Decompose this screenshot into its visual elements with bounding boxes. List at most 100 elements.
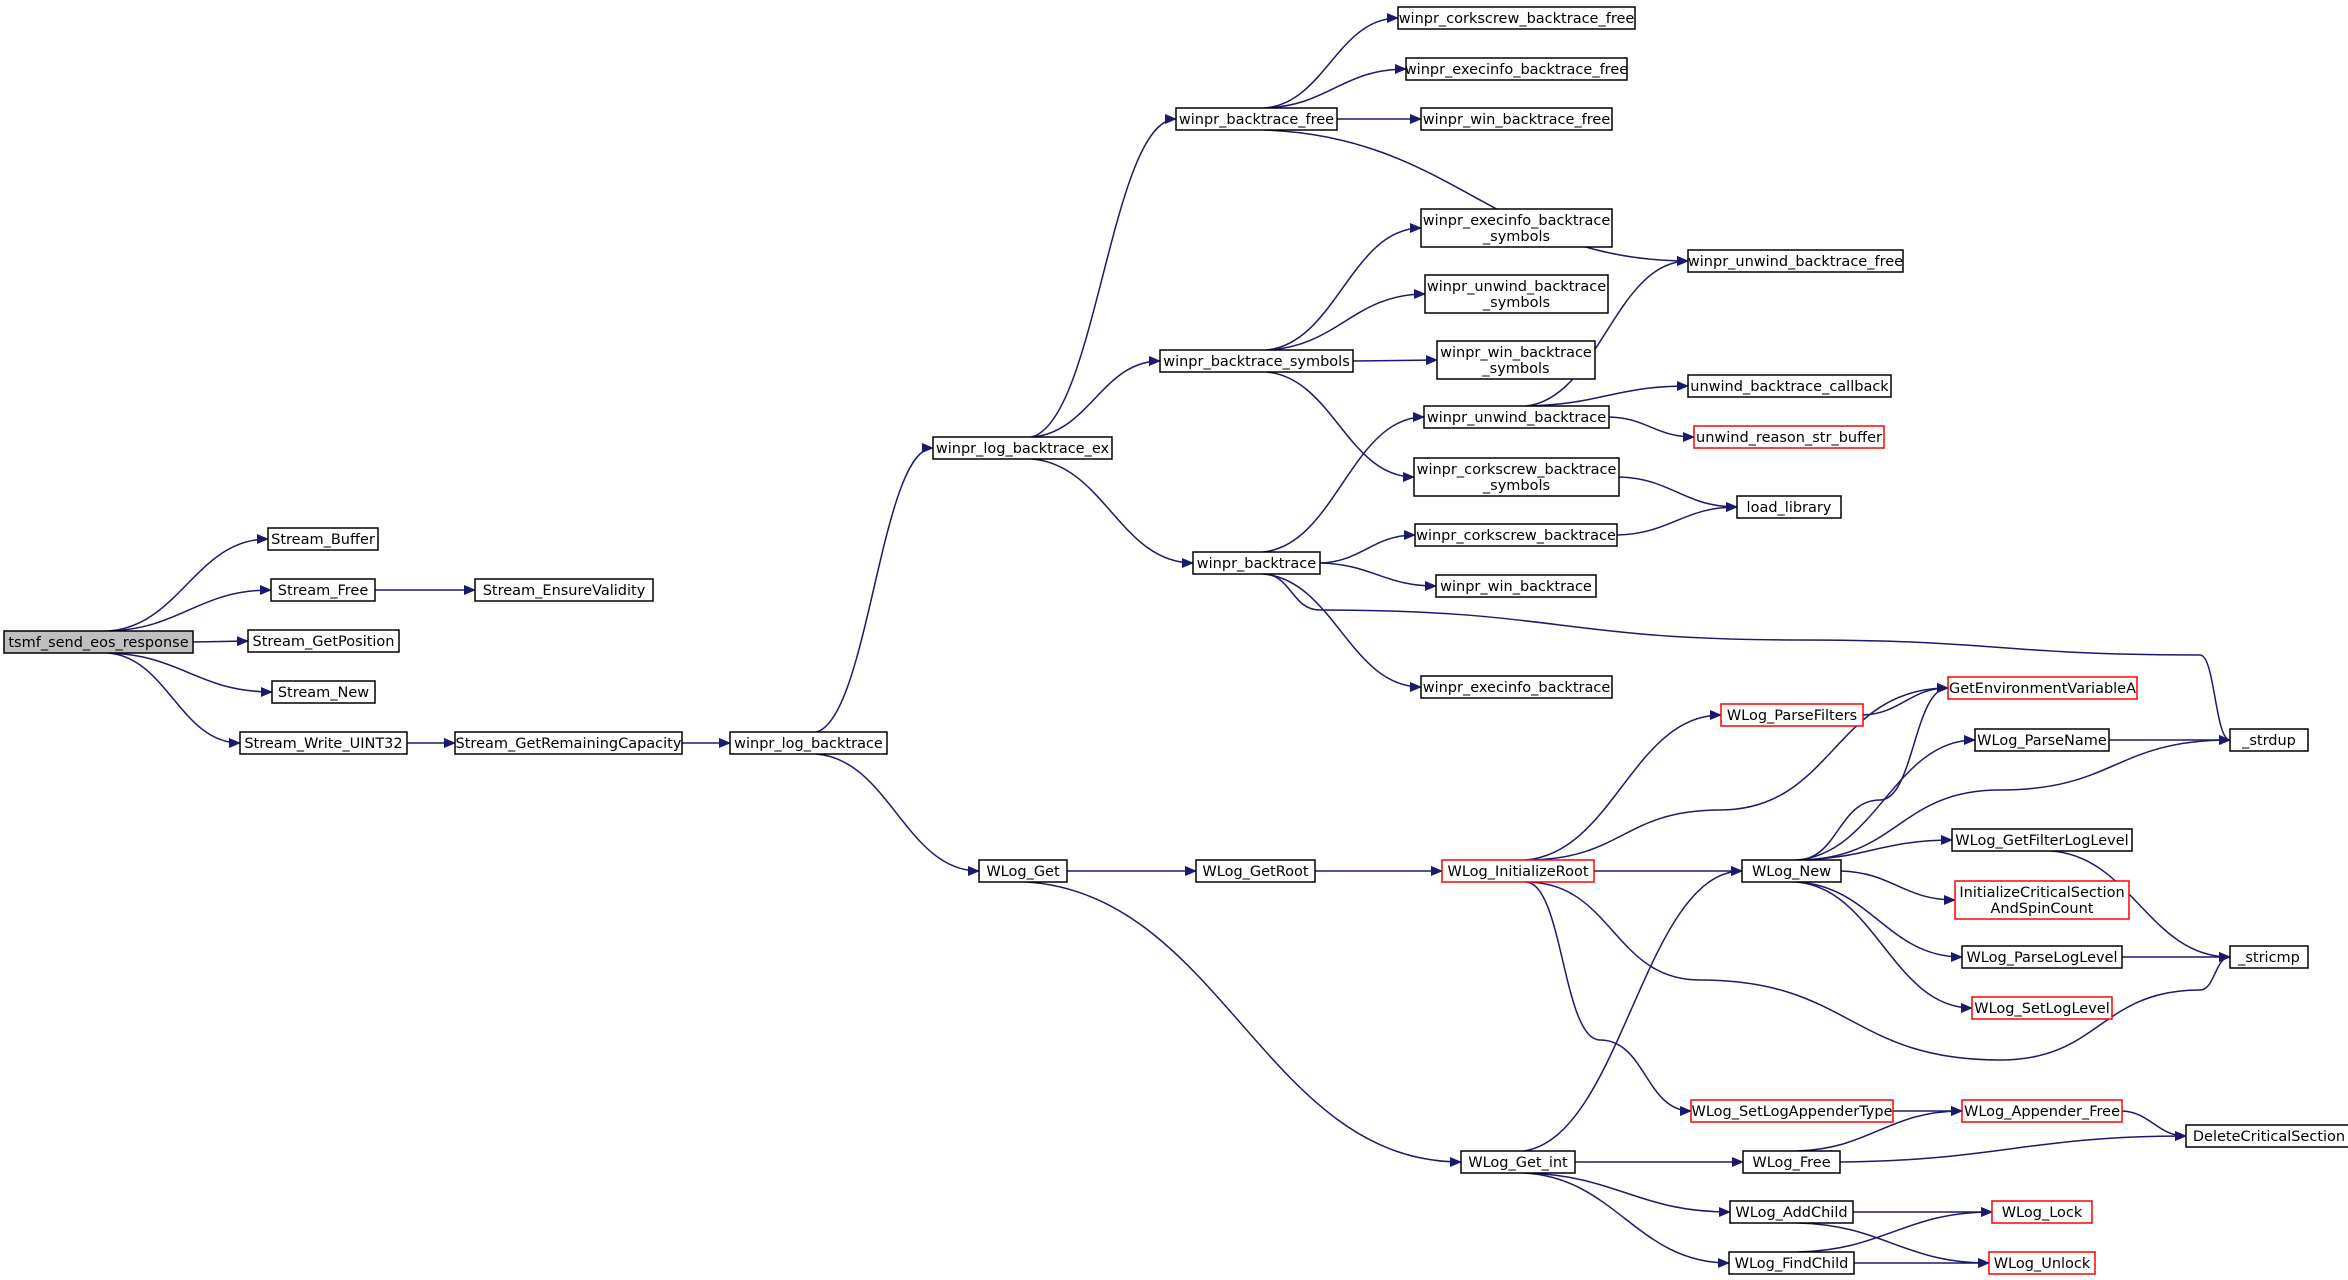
edge-line (1352, 355, 1438, 366)
node-wlog-parsefilters[interactable]: WLog_ParseFilters (1720, 703, 1864, 727)
edge-wlog-getfilterloglevel-to-stricmp (2050, 850, 2231, 962)
node-wlog-get[interactable]: WLog_Get (978, 859, 1068, 883)
node-stream-getremainingcapacity[interactable]: Stream_GetRemainingCapacity (454, 731, 683, 755)
node-wlog-get-int[interactable]: WLog_Get_int (1460, 1150, 1576, 1174)
node-wlog-getroot[interactable]: WLog_GetRoot (1195, 859, 1316, 883)
node-box (2229, 945, 2309, 969)
node-winpr-log-backtrace[interactable]: winpr_log_backtrace (729, 731, 888, 755)
edge-line (1031, 114, 1177, 438)
edge-line (1796, 835, 1953, 861)
edge-line (107, 534, 269, 632)
node-wlog-unlock[interactable]: WLog_Unlock (1988, 1251, 2096, 1275)
node-stream-new[interactable]: Stream_New (271, 680, 376, 704)
edge-line (816, 753, 980, 876)
node-winpr-execinfo-backtrace-symbols[interactable]: winpr_execinfo_backtrace_symbols (1420, 208, 1613, 248)
node-stream-buffer[interactable]: Stream_Buffer (267, 527, 379, 551)
node-box (1971, 996, 2113, 1020)
edge-line (1319, 530, 1416, 564)
node-winpr-execinfo-backtrace-free[interactable]: winpr_execinfo_backtrace_free (1405, 57, 1628, 81)
node-box (1436, 340, 1596, 380)
node-winpr-execinfo-backtrace[interactable]: winpr_execinfo_backtrace (1420, 675, 1613, 699)
node-unwind-reason-str-buffer[interactable]: unwind_reason_str_buffer (1693, 425, 1885, 449)
edge-line (1616, 502, 1738, 536)
node-wlog-setlogappendertype[interactable]: WLog_SetLogAppenderType (1690, 1099, 1894, 1123)
node-unwind-backtrace-callback[interactable]: unwind_backtrace_callback (1687, 374, 1892, 398)
edge-winpr-backtrace-to-winpr-execinfo-backtrace (1262, 573, 1422, 692)
node-winpr-unwind-backtrace-symbols[interactable]: winpr_unwind_backtrace_symbols (1424, 274, 1609, 314)
node-tsmf-send-eos-response[interactable]: tsmf_send_eos_response (3, 630, 194, 654)
node-winpr-log-backtrace-ex[interactable]: winpr_log_backtrace_ex (932, 436, 1113, 460)
node-deletecriticalsection[interactable]: DeleteCriticalSection (2185, 1124, 2348, 1148)
node-wlog-setloglevel[interactable]: WLog_SetLogLevel (1971, 996, 2113, 1020)
node-wlog-appender-free[interactable]: WLog_Appender_Free (1961, 1099, 2123, 1123)
node-box (2185, 1124, 2348, 1148)
edge-winpr-log-backtrace-ex-to-winpr-backtrace-symbols (1031, 356, 1161, 438)
node-label: winpr_unwind_backtrace_free (1688, 254, 1903, 270)
edge-line (2121, 1110, 2187, 1141)
node-winpr-corkscrew-backtrace[interactable]: winpr_corkscrew_backtrace (1414, 523, 1618, 547)
node-box (3, 630, 194, 654)
node-getenvironmentvariablea[interactable]: GetEnvironmentVariableA (1947, 676, 2138, 700)
edge-winpr-log-backtrace-to-winpr-log-backtrace-ex (816, 443, 934, 733)
node-box (1728, 1251, 1855, 1275)
node-stream-free[interactable]: Stream_Free (270, 578, 376, 602)
node-winpr-backtrace-free[interactable]: winpr_backtrace_free (1175, 107, 1338, 131)
node-strdup[interactable]: _strdup (2229, 728, 2309, 752)
node-wlog-initializeroot[interactable]: WLog_InitializeRoot (1441, 859, 1595, 883)
node-wlog-free[interactable]: WLog_Free (1742, 1150, 1841, 1174)
node-box (1435, 574, 1597, 598)
edge-line (1618, 476, 1738, 512)
node-label: winpr_log_backtrace_ex (936, 441, 1110, 457)
node-label: WLog_Get (986, 864, 1060, 880)
node-box (270, 578, 376, 602)
node-stream-write-uint32[interactable]: Stream_Write_UINT32 (239, 731, 408, 755)
node-box (454, 731, 683, 755)
node-wlog-getfilterloglevel[interactable]: WLog_GetFilterLogLevel (1951, 828, 2133, 852)
node-box (1192, 551, 1321, 575)
edge-wlog-free-to-deletecriticalsection (1839, 1131, 2187, 1163)
node-wlog-lock[interactable]: WLog_Lock (1991, 1200, 2093, 1224)
node-winpr-win-backtrace[interactable]: winpr_win_backtrace (1435, 574, 1597, 598)
node-stricmp[interactable]: _stricmp (2229, 945, 2309, 969)
node-box (267, 527, 379, 551)
node-load-library[interactable]: load_library (1736, 495, 1842, 519)
edge-line (1523, 866, 1743, 1152)
node-winpr-unwind-backtrace[interactable]: winpr_unwind_backtrace (1423, 405, 1610, 429)
edge-winpr-backtrace-to-winpr-win-backtrace (1319, 562, 1437, 591)
edge-line (1262, 412, 1425, 553)
node-wlog-parseloglevel[interactable]: WLog_ParseLogLevel (1961, 945, 2123, 969)
node-box (1951, 828, 2133, 852)
edge-line (1266, 371, 1415, 482)
node-winpr-backtrace-symbols[interactable]: winpr_backtrace_symbols (1159, 349, 1354, 373)
edge-line (107, 652, 273, 697)
node-stream-getposition[interactable]: Stream_GetPosition (247, 629, 400, 653)
edge-line (816, 443, 934, 733)
node-winpr-win-backtrace-free[interactable]: winpr_win_backtrace_free (1420, 107, 1613, 131)
node-label: winpr_backtrace (1197, 556, 1316, 572)
node-label: _symbols (1482, 295, 1550, 311)
node-wlog-parsename[interactable]: WLog_ParseName (1974, 728, 2110, 752)
node-winpr-corkscrew-backtrace-symbols[interactable]: winpr_corkscrew_backtrace_symbols (1413, 457, 1620, 497)
edge-winpr-unwind-backtrace-to-winpr-unwind-backtrace-free (1525, 256, 1689, 407)
node-wlog-findchild[interactable]: WLog_FindChild (1728, 1251, 1855, 1275)
edge-line (1264, 64, 1407, 109)
node-wlog-new[interactable]: WLog_New (1741, 859, 1842, 883)
node-box (1414, 523, 1618, 547)
node-winpr-backtrace[interactable]: winpr_backtrace (1192, 551, 1321, 575)
node-box (1441, 859, 1595, 883)
edge-winpr-backtrace-symbols-to-winpr-corkscrew-backtrace-symbols (1266, 371, 1415, 482)
node-label: Stream_Write_UINT32 (244, 736, 402, 752)
node-label: _symbols (1482, 478, 1550, 494)
node-winpr-unwind-backtrace-free[interactable]: winpr_unwind_backtrace_free (1687, 249, 1904, 273)
node-label: WLog_Appender_Free (1964, 1104, 2120, 1120)
node-stream-ensurevalidity[interactable]: Stream_EnsureValidity (474, 578, 654, 602)
node-winpr-win-backtrace-symbols[interactable]: winpr_win_backtrace_symbols (1436, 340, 1596, 380)
node-label: _strdup (2241, 733, 2296, 749)
edge-winpr-backtrace-free-to-winpr-execinfo-backtrace-free (1264, 64, 1407, 109)
edge-line (1266, 223, 1422, 351)
node-wlog-addchild[interactable]: WLog_AddChild (1729, 1200, 1854, 1224)
node-label: tsmf_send_eos_response (8, 635, 188, 651)
node-winpr-corkscrew-backtrace-free[interactable]: winpr_corkscrew_backtrace_free (1397, 6, 1636, 30)
